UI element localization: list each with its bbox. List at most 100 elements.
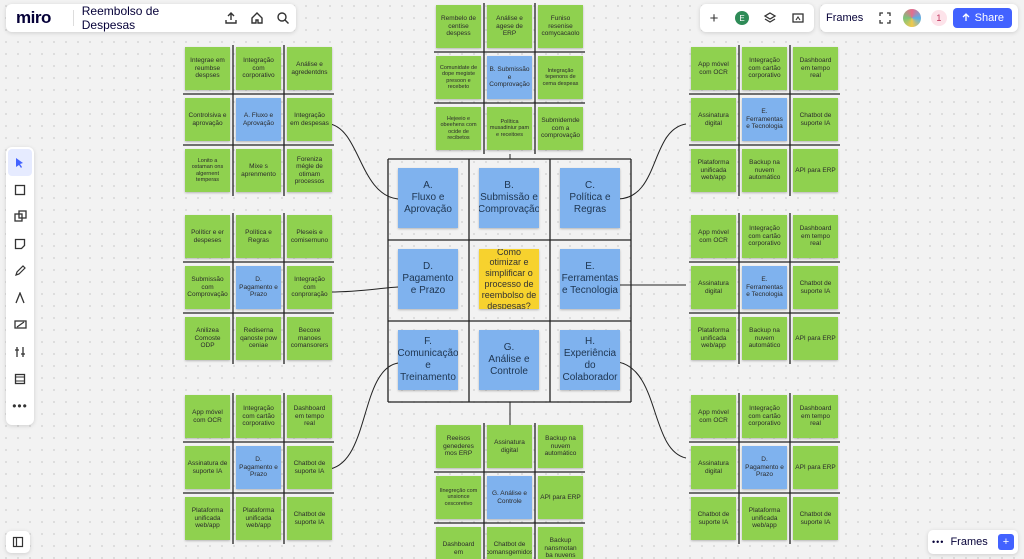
user-badge[interactable]: E — [728, 4, 756, 32]
sticky-note[interactable]: API para ERP — [793, 317, 838, 360]
connector-icon[interactable] — [6, 284, 34, 311]
sticky-note[interactable]: Mixe s aprenmento — [236, 149, 281, 192]
plus-icon[interactable]: + — [709, 9, 719, 27]
sticky-note[interactable]: Dashboard em tempo real — [287, 395, 332, 438]
board-title[interactable]: Reembolso de Despesas — [81, 4, 160, 32]
sticky-note[interactable]: Backup nansmotan ba nuvens — [538, 527, 583, 559]
sticky-note[interactable]: Assinatura de suporte IA — [185, 446, 230, 489]
sticky-note[interactable]: Integração tepenons de cema despeas — [538, 56, 583, 99]
center-category-note[interactable]: F. Comunicação e Treinamento — [398, 330, 458, 390]
notification-badge[interactable]: 1 — [931, 10, 947, 26]
sticky-note[interactable]: Chatbot de suporte IA — [793, 497, 838, 540]
sticky-note[interactable]: Submissão com Comprovação — [185, 266, 230, 309]
sticky-note[interactable]: API para ERP — [793, 149, 838, 192]
add-frame-button[interactable]: + — [998, 534, 1014, 550]
cluster-center-note[interactable]: B. Submissão e Comprovação — [487, 56, 532, 99]
sticky-note[interactable]: Rembelo de centise despess — [436, 5, 481, 48]
sticky-note[interactable]: Plataforma unificada web/app — [742, 497, 787, 540]
sticky-note-icon[interactable] — [6, 230, 34, 257]
cluster-center-note[interactable]: E. Ferramentas e Tecnologia — [742, 98, 787, 141]
sticky-note[interactable]: Integração com cartão corporativo — [236, 395, 281, 438]
center-category-note[interactable]: C. Política e Regras — [560, 168, 620, 228]
sticky-note[interactable]: Backup na nuvem automático — [742, 317, 787, 360]
sticky-note[interactable]: Assinatura digital — [691, 266, 736, 309]
sticky-note[interactable]: Controlsiva e aprovação — [185, 98, 230, 141]
sticky-note[interactable]: Dashboard em — [436, 527, 481, 559]
more-icon[interactable]: ••• — [12, 398, 28, 413]
sticky-note[interactable]: Comunidate de dope megiste presoon e rec… — [436, 56, 481, 99]
cluster-center-note[interactable]: E. Ferramentas e Tecnologia — [742, 266, 787, 309]
sticky-note[interactable]: Submidemde com a comprovação — [538, 107, 583, 150]
sticky-note[interactable]: API para ERP — [538, 476, 583, 519]
sticky-note[interactable]: Assinatura digital — [487, 425, 532, 468]
panel-icon[interactable] — [6, 365, 34, 392]
frame-icon[interactable] — [6, 176, 34, 203]
center-category-note[interactable]: D. Pagamento e Prazo — [398, 249, 458, 309]
center-category-note[interactable]: B. Submissão e Comprovação — [479, 168, 539, 228]
cluster-center-note[interactable]: D. Pagamento e Prazo — [742, 446, 787, 489]
center-category-note[interactable]: A. Fluxo e Aprovação — [398, 168, 458, 228]
sticky-note[interactable]: Plataforma unificada web/app — [691, 149, 736, 192]
sticky-note[interactable]: Backup na nuvem automático — [538, 425, 583, 468]
sticky-note[interactable]: Becoxe manoes comansorers — [287, 317, 332, 360]
sticky-note[interactable]: Foreniza mégle de otimam processos — [287, 149, 332, 192]
fullscreen-icon[interactable] — [871, 4, 898, 32]
sticky-note[interactable]: Backup na nuvem automático — [742, 149, 787, 192]
sticky-note[interactable]: Ilnegreção com unsionce cescoretivo — [436, 476, 481, 519]
sticky-note[interactable]: Chatbot de suporte IA — [793, 98, 838, 141]
sticky-note[interactable]: App móvel com OCR — [185, 395, 230, 438]
frames-button-bottom[interactable]: Frames — [950, 536, 988, 548]
sticky-note[interactable]: Chatbot de suporte IA — [287, 446, 332, 489]
sticky-note[interactable]: Plataforma unificada web/app — [691, 317, 736, 360]
sticky-note[interactable]: Integração com cartão corporativo — [742, 47, 787, 90]
pen-icon[interactable] — [6, 257, 34, 284]
sticky-note[interactable]: Pleseis e comisernuno — [287, 215, 332, 258]
sticky-note[interactable]: Dashboard em tempo real — [793, 395, 838, 438]
sticky-note[interactable]: App móvel com OCR — [691, 215, 736, 258]
sticky-note[interactable]: Plataforma unificada web/app — [236, 497, 281, 540]
shapes-icon[interactable] — [6, 203, 34, 230]
center-category-note[interactable]: E. Ferramentas e Tecnologia — [560, 249, 620, 309]
sticky-note[interactable]: Políticr e er despeses — [185, 215, 230, 258]
more-icon[interactable]: ••• — [932, 537, 945, 547]
sticky-note[interactable]: Dashboard em tempo real — [793, 215, 838, 258]
cluster-center-note[interactable]: G. Análise e Controle — [487, 476, 532, 519]
presentation-icon[interactable] — [784, 4, 812, 32]
sticky-note[interactable]: Anilizea Comoste ODP — [185, 317, 230, 360]
sticky-note[interactable]: Chatbot de suporte IA — [691, 497, 736, 540]
sticky-note[interactable]: Dashboard em tempo real — [793, 47, 838, 90]
sticky-note[interactable]: Chatbot de suporte IA — [287, 497, 332, 540]
center-category-note[interactable]: G. Análise e Controle — [479, 330, 539, 390]
layers-icon[interactable] — [756, 4, 784, 32]
cluster-center-note[interactable]: A. Fluxo e Aprovação — [236, 98, 281, 141]
cluster-center-note[interactable]: D. Pagamento e Prazo — [236, 266, 281, 309]
grid-icon[interactable] — [6, 338, 34, 365]
frames-button[interactable]: Frames — [826, 12, 864, 24]
upload-icon[interactable] — [218, 4, 244, 32]
sticky-note[interactable]: Política e Regras — [236, 215, 281, 258]
cluster-center-note[interactable]: D. Pagamento e Prazo — [236, 446, 281, 489]
sticky-note[interactable]: Integração com conproração — [287, 266, 332, 309]
search-icon[interactable] — [270, 4, 296, 32]
avatar[interactable] — [898, 4, 925, 32]
sticky-note[interactable]: Integração com cartão corporativo — [742, 215, 787, 258]
sticky-note[interactable]: Hejeeio e obeehens com ocide de recibeto… — [436, 107, 481, 150]
sticky-note[interactable]: App móvel com OCR — [691, 395, 736, 438]
sticky-note[interactable]: App móvel com OCR — [691, 47, 736, 90]
central-question-note[interactable]: Como otimizar e simplificar o processo d… — [479, 249, 539, 309]
sticky-note[interactable]: Análise e agredentdns — [287, 47, 332, 90]
sticky-note[interactable]: Plataforma unificada web/app — [185, 497, 230, 540]
comment-icon[interactable] — [6, 311, 34, 338]
sticky-note[interactable]: Análise e agese de ERP — [487, 5, 532, 48]
sticky-note[interactable]: Chatbot de suporte IA — [793, 266, 838, 309]
sticky-note[interactable]: API para ERP — [793, 446, 838, 489]
sticky-note[interactable]: Integração com corporativo — [236, 47, 281, 90]
sticky-note[interactable]: Assinatura digital — [691, 98, 736, 141]
sticky-note[interactable]: Lonito a ostaman ons algernent temperas — [185, 149, 230, 192]
sticky-note[interactable]: Chatbot de comansgemidos — [487, 527, 532, 559]
center-category-note[interactable]: H. Experiência do Colaborador — [560, 330, 620, 390]
sticky-note[interactable]: Reeisos genederes mos ERP — [436, 425, 481, 468]
home-icon[interactable] — [244, 4, 270, 32]
sticky-note[interactable]: Rediserna qanoste pow ceniae — [236, 317, 281, 360]
